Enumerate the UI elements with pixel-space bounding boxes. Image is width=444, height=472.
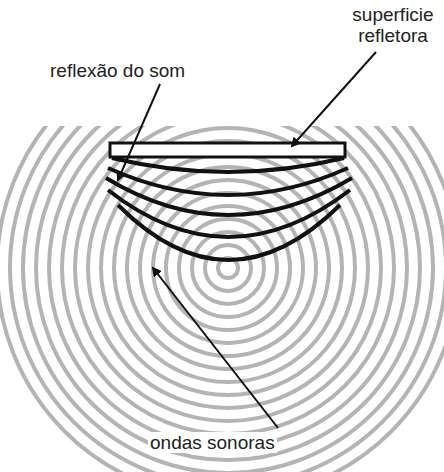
annotation-label: reflexão do som [48, 60, 187, 81]
leader-arrows [118, 52, 376, 428]
wave-circle [23, 126, 433, 472]
wave-circle [166, 206, 290, 330]
wave-circle [10, 126, 444, 472]
annotation-label: ondas sonoras [148, 432, 277, 453]
wave-circle [36, 126, 420, 460]
wave-circle [0, 126, 444, 472]
wave-circle [205, 245, 251, 291]
sound-waves [0, 126, 444, 472]
wave-circle [127, 167, 329, 369]
reflecting-surface [110, 143, 345, 157]
annotation-label: superficie refletora [346, 4, 440, 46]
wave-circle [192, 232, 264, 304]
wave-circle [101, 141, 355, 395]
wave-circle [75, 126, 381, 421]
wave-circle [88, 128, 368, 408]
wave-circle [114, 154, 342, 382]
wave-circle [62, 126, 394, 434]
reflected-waves [106, 158, 352, 260]
wave-circle [49, 126, 407, 447]
